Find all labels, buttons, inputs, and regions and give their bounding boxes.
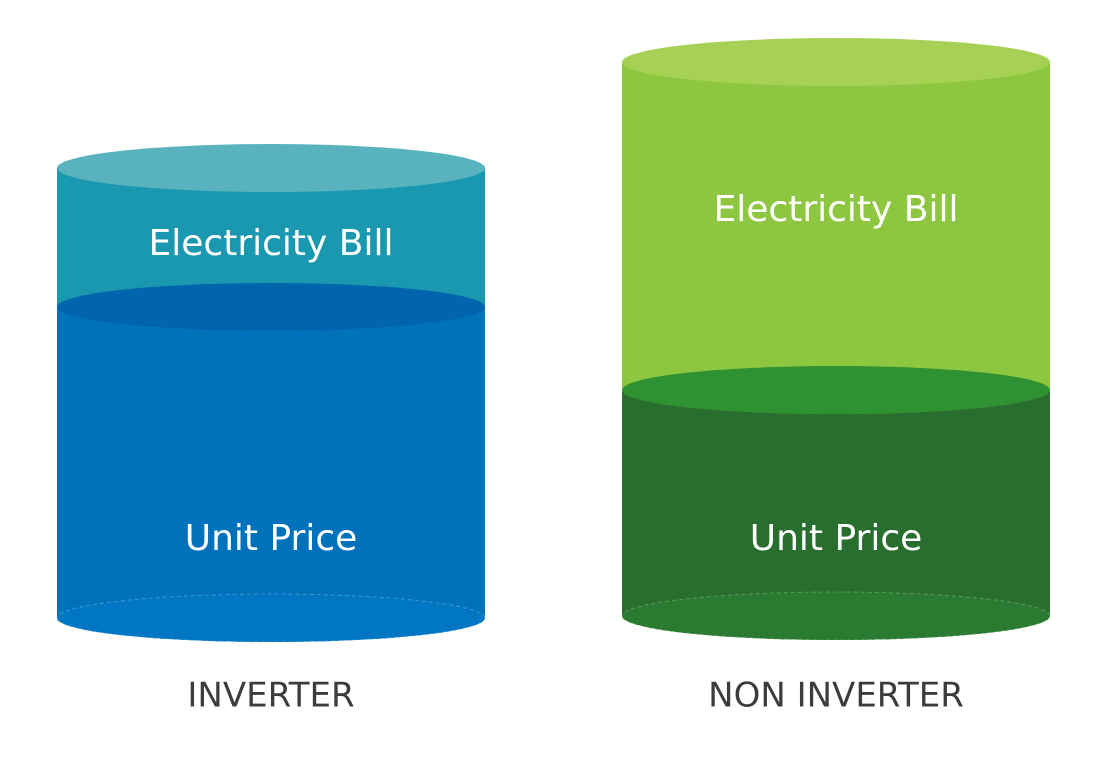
inverter-base-ellipse bbox=[57, 594, 485, 642]
non-inverter-unit-price-segment bbox=[622, 390, 1050, 640]
non-inverter-divider-ellipse bbox=[622, 366, 1050, 414]
non-inverter-top-cap bbox=[622, 38, 1050, 86]
inverter-divider-ellipse bbox=[57, 283, 485, 331]
inverter-top-cap bbox=[57, 144, 485, 192]
inverter-caption: INVERTER bbox=[187, 676, 354, 716]
inverter-unit-price-segment bbox=[57, 307, 485, 642]
non-inverter-base-outline bbox=[621, 591, 1051, 641]
inverter-cylinder: Electricity Bill Unit Price INVERTER bbox=[56, 144, 486, 716]
inverter-electricity-bill-label: Electricity Bill bbox=[149, 223, 394, 264]
non-inverter-cylinder: Electricity Bill Unit Price NON INVERTER bbox=[621, 38, 1051, 716]
non-inverter-base-ellipse bbox=[622, 592, 1050, 640]
non-inverter-electricity-bill-segment bbox=[622, 62, 1050, 414]
inverter-unit-price-label: Unit Price bbox=[185, 518, 358, 559]
non-inverter-caption: NON INVERTER bbox=[708, 676, 964, 716]
non-inverter-unit-price-label: Unit Price bbox=[750, 518, 923, 559]
inverter-base-outline bbox=[56, 593, 486, 643]
non-inverter-electricity-bill-label: Electricity Bill bbox=[714, 189, 959, 230]
